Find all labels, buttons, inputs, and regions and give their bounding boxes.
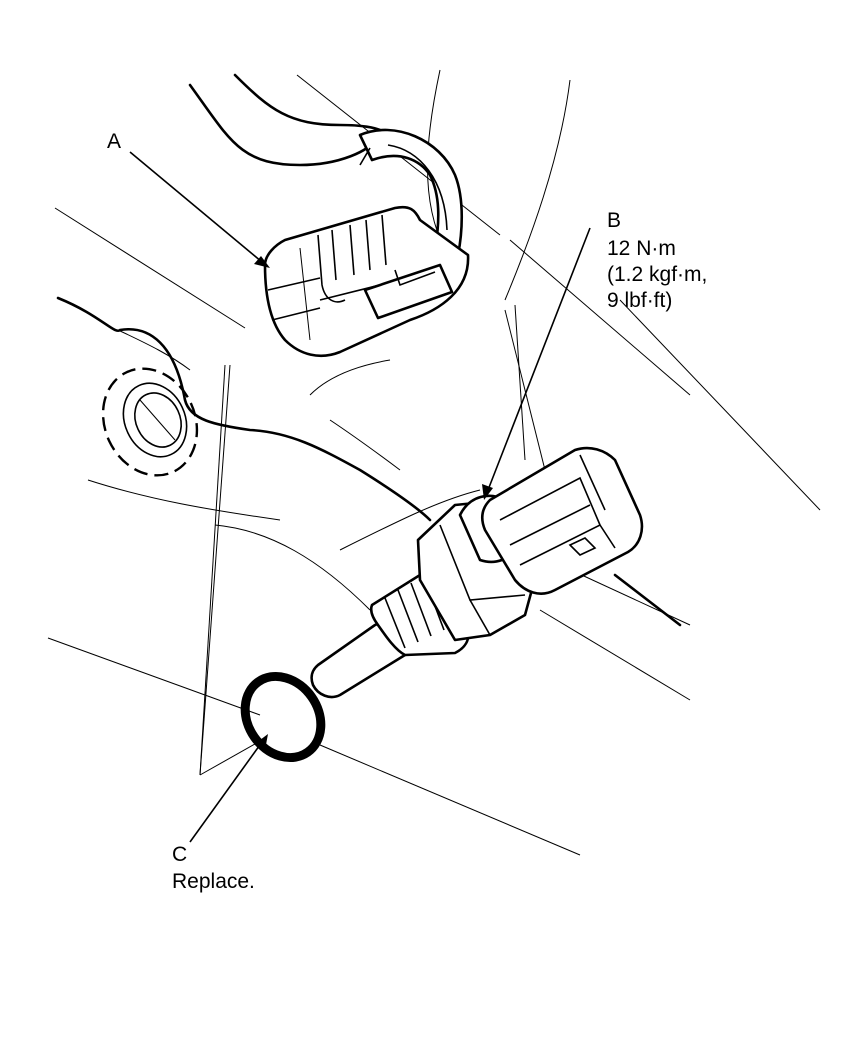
- callout-c-letter: C: [172, 843, 188, 866]
- engine-block-outline: [47, 69, 821, 856]
- o-ring-c: [240, 671, 326, 763]
- callout-b-torque-nm: 12 N·m: [607, 237, 676, 260]
- callout-b-torque-kgf: (1.2 kgf·m,: [607, 263, 708, 286]
- callout-c-note: Replace.: [172, 870, 255, 893]
- callout-b-torque-lbf: 9 lbf·ft): [607, 289, 673, 312]
- sensor-b: [310, 446, 682, 699]
- callout-b-letter: B: [607, 209, 622, 232]
- leader-lines: [129, 151, 591, 843]
- connector-a: [263, 205, 470, 357]
- mounting-boss: [56, 296, 432, 522]
- callout-a-letter: A: [107, 130, 122, 153]
